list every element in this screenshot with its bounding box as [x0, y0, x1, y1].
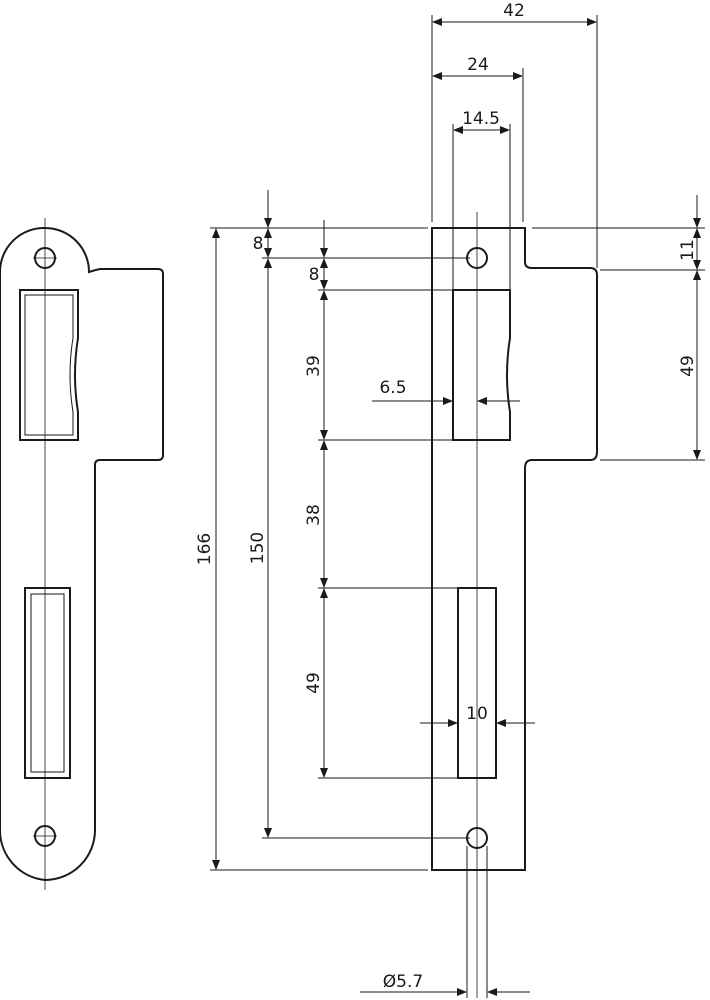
dim-slot2-height: 49 — [304, 672, 324, 694]
dim-overall-height: 166 — [195, 533, 215, 565]
dim-slot-gap: 38 — [304, 504, 324, 526]
dim-slot-offset-top: 8 — [309, 265, 320, 285]
dimensions: 42 24 14.5 11 49 166 8 — [195, 1, 705, 998]
bolt-slot — [457, 587, 497, 779]
dim-bolt-height-right: 49 — [678, 355, 698, 377]
dim-slot2-width: 10 — [466, 704, 488, 724]
dim-slot-inset: 6.5 — [379, 378, 406, 398]
dim-slot-width: 14.5 — [462, 109, 500, 129]
latch-slot-left — [19, 289, 79, 441]
dim-slot1-height: 39 — [304, 355, 324, 377]
front-plate-outline — [431, 227, 598, 871]
dim-front-width: 24 — [467, 55, 489, 75]
bolt-slot-left-inner — [30, 593, 65, 773]
bolt-slot-left — [24, 587, 71, 779]
dim-total-width: 42 — [503, 1, 525, 21]
latch-slot-left-inner — [24, 294, 74, 436]
strike-plate-side-view — [0, 218, 164, 890]
latch-slot — [452, 289, 511, 441]
dim-hole-offset-top: 8 — [253, 234, 264, 254]
dim-hole-diameter: Ø5.7 — [383, 972, 423, 992]
dim-top-offset: 11 — [678, 239, 698, 261]
strike-plate-front-view — [431, 212, 598, 998]
dim-hole-distance: 150 — [248, 532, 268, 564]
plate-outline — [0, 226, 164, 882]
